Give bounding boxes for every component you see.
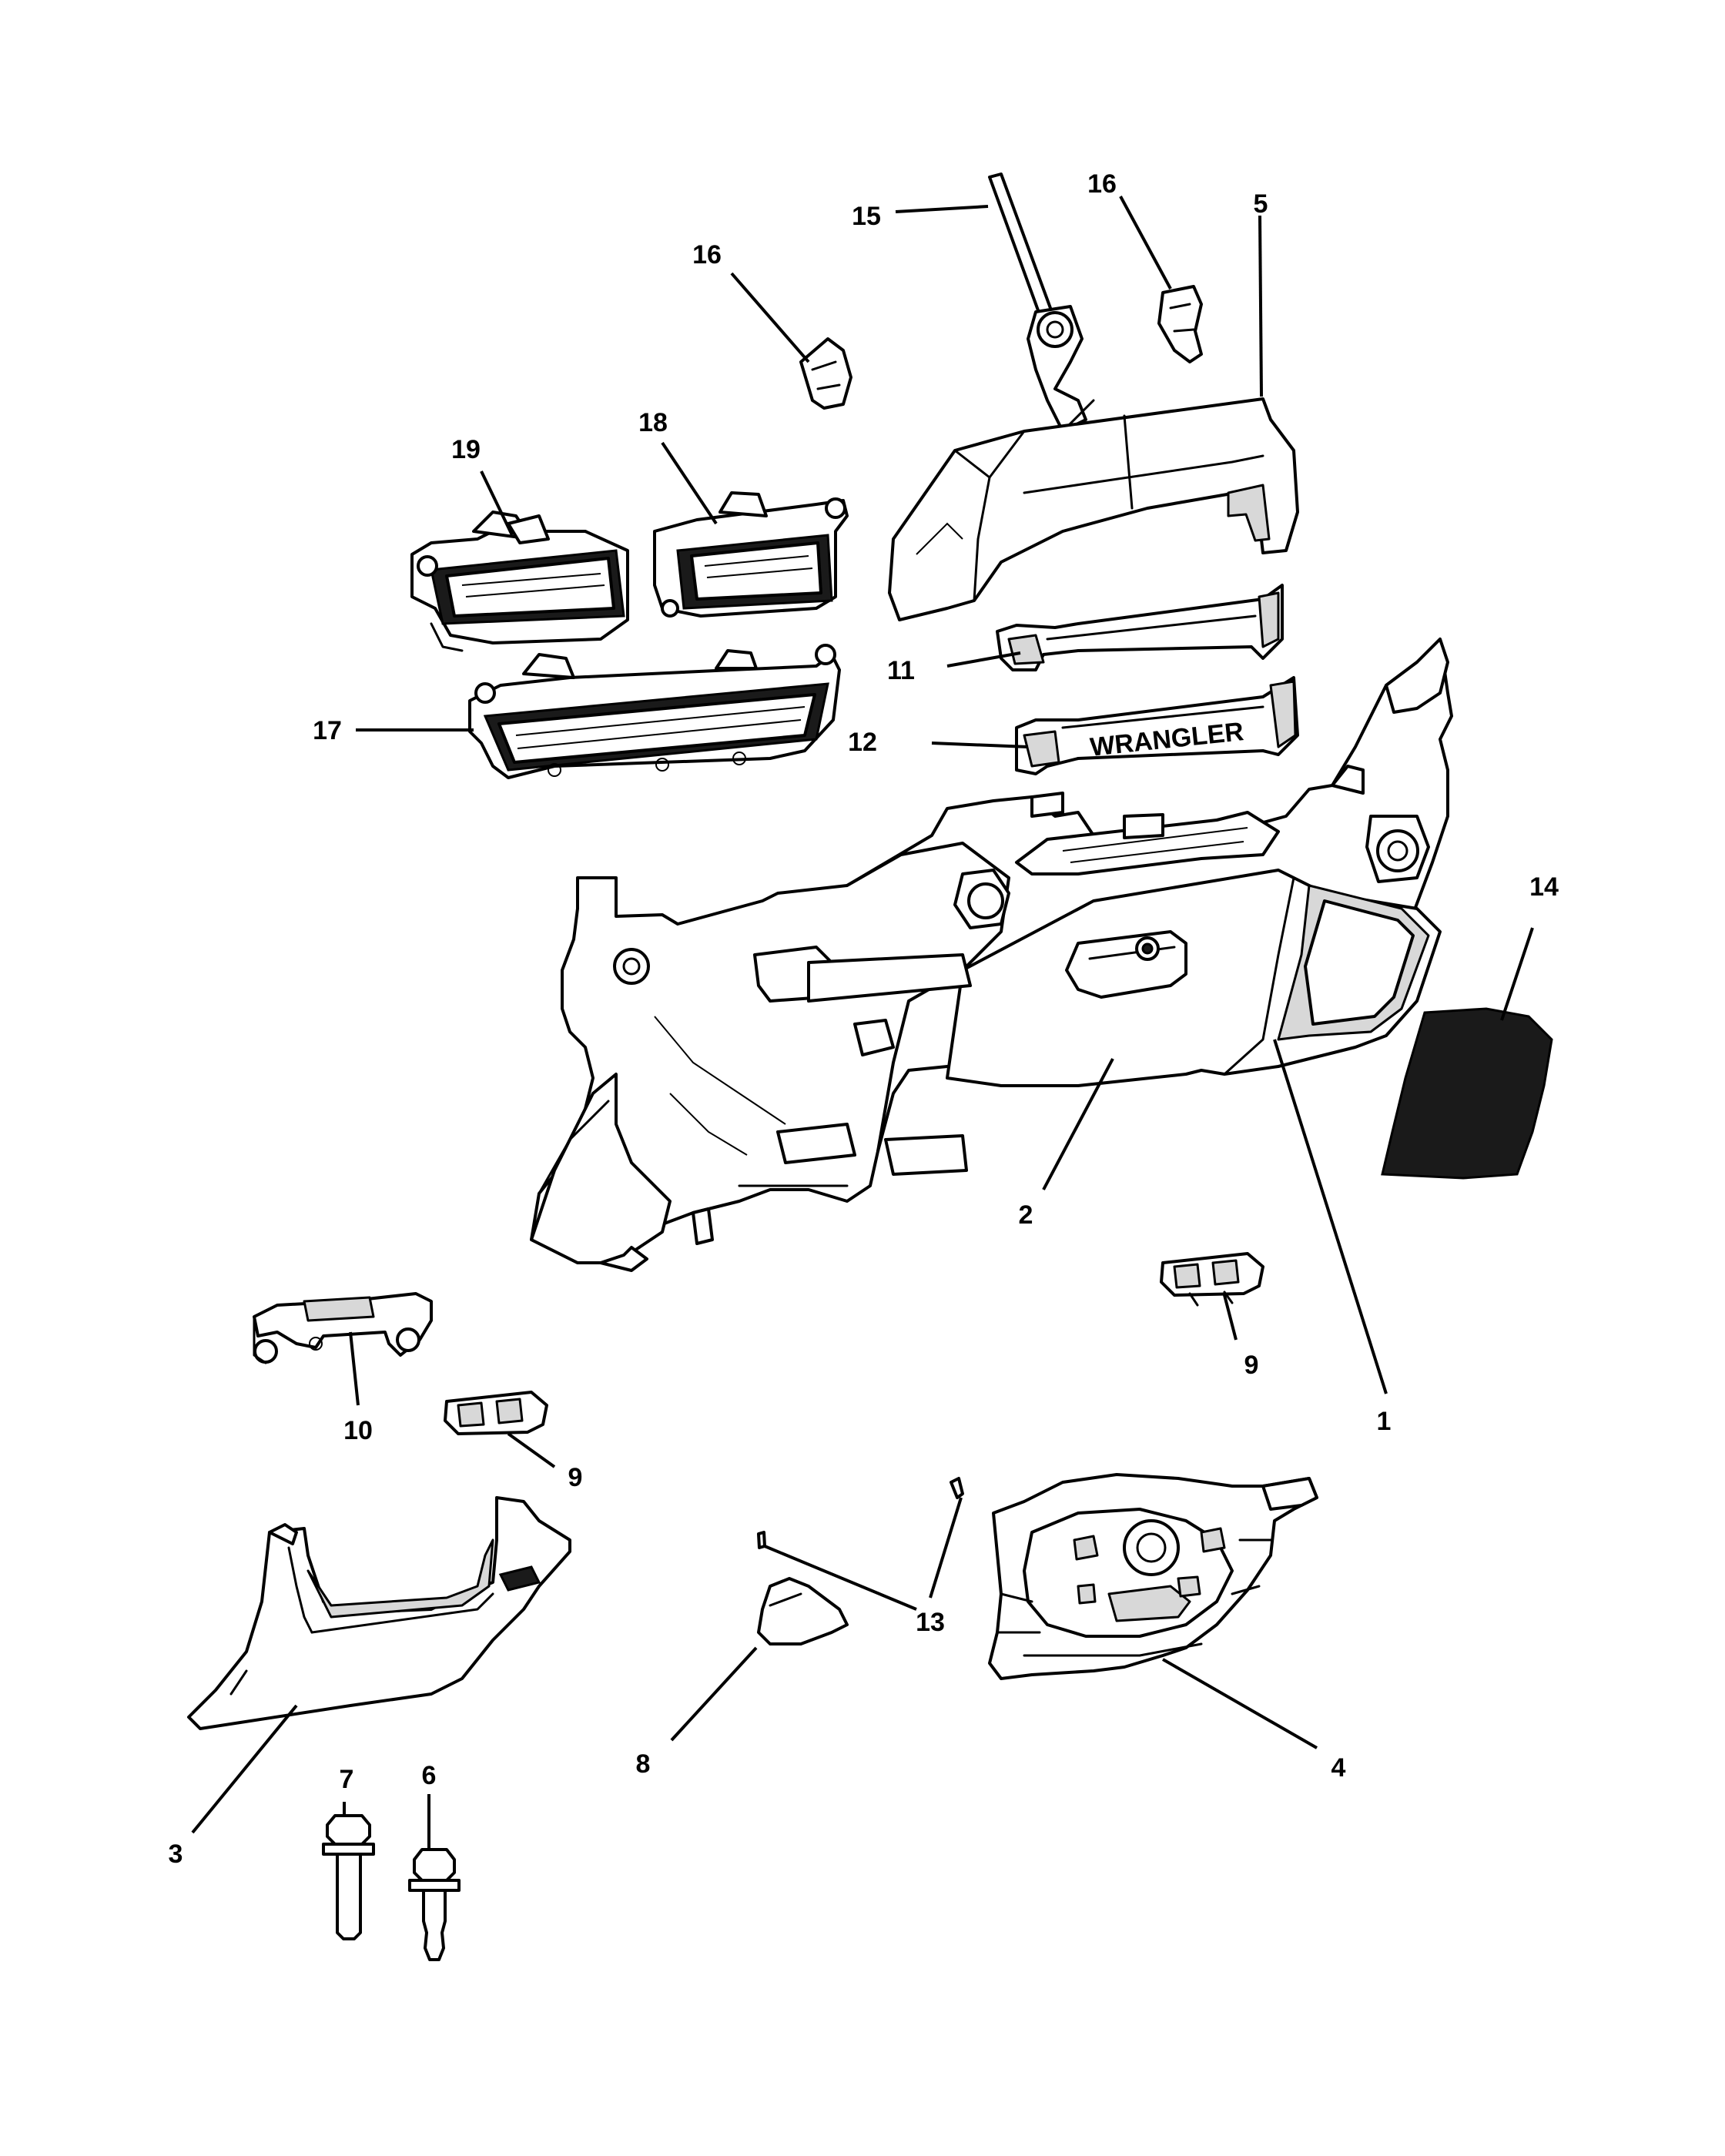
part-10-bracket [253, 1292, 433, 1364]
part-8-cover [757, 1577, 849, 1645]
callout-12: 12 [848, 728, 877, 757]
part-14-filler-panel [1381, 1007, 1553, 1180]
callout-3: 3 [169, 1840, 183, 1869]
callout-4: 4 [1331, 1753, 1346, 1783]
callout-2: 2 [1019, 1200, 1033, 1230]
part-2-instrument-panel [530, 638, 1453, 1272]
part-13-clips [757, 1477, 964, 1549]
callout-8: 8 [636, 1749, 651, 1779]
callout-18: 18 [638, 408, 668, 437]
part-16-clip-left [799, 337, 852, 410]
callout-19: 19 [451, 435, 481, 464]
callout-16-left: 16 [692, 240, 722, 270]
part-18-vent-right [653, 491, 849, 618]
callout-11: 11 [887, 656, 915, 685]
part-12-wrangler-bezel: WRANGLER [1015, 676, 1299, 775]
part-9-clip-right [1160, 1252, 1264, 1307]
callout-1: 1 [1377, 1407, 1392, 1436]
callout-15: 15 [852, 202, 881, 231]
callout-labels: 1 2 3 4 5 6 7 8 9 9 10 11 12 13 14 15 16… [169, 169, 1559, 1869]
part-16-clip-right [1157, 285, 1203, 363]
part-15-strap [988, 172, 1095, 433]
callout-9-left: 9 [568, 1463, 583, 1492]
part-3-lower-trim-panel [187, 1496, 571, 1730]
callout-7: 7 [340, 1765, 354, 1794]
part-11-trim-strip [996, 584, 1284, 671]
part-5-upper-cover [888, 397, 1299, 621]
callout-16-right: 16 [1087, 169, 1117, 199]
leader-lines [191, 196, 1534, 1848]
part-7-bolt [322, 1814, 375, 1940]
callout-6: 6 [422, 1761, 437, 1790]
callout-9-right: 9 [1244, 1351, 1259, 1380]
part-19-vent-left [410, 511, 629, 652]
part-17-vent-long [468, 644, 841, 779]
callout-13: 13 [916, 1608, 945, 1637]
callout-5: 5 [1254, 189, 1268, 219]
part-9-clip-left [444, 1391, 548, 1435]
callout-14: 14 [1529, 872, 1559, 902]
callout-10: 10 [343, 1416, 373, 1445]
part-4-column-cover [988, 1473, 1318, 1680]
part-6-bolt [408, 1848, 461, 1961]
callout-17: 17 [313, 716, 342, 745]
